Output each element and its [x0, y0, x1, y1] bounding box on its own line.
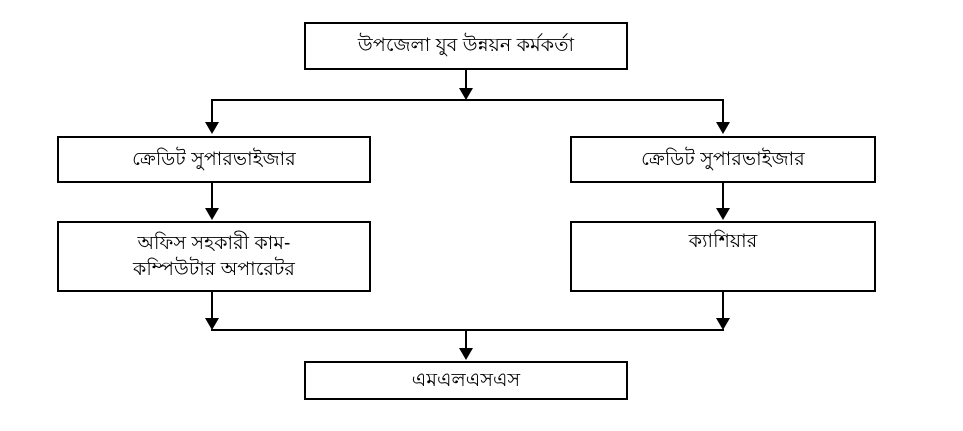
node-label: ক্যাশিয়ার: [688, 231, 758, 252]
connector-right-down: [722, 292, 724, 319]
connector-lower-bus: [211, 329, 724, 331]
connector-upper-bus: [211, 99, 724, 101]
arrowhead-right-mid: [716, 208, 730, 220]
node-credit-supervisor-left: ক্রেডিট সুপারভাইজার: [57, 136, 371, 183]
node-upazila-youth-development-officer: উপজেলা যুব উন্নয়ন কর্মকর্তা: [304, 22, 628, 70]
node-label: অফিস সহকারী কাম- কম্পিউটার অপারেটর: [133, 233, 295, 280]
node-label: এমএলএসএস: [411, 369, 521, 391]
arrowhead-left-mid: [205, 208, 219, 220]
node-credit-supervisor-right: ক্রেডিট সুপারভাইজার: [570, 136, 876, 183]
arrowhead-upper-right: [716, 122, 730, 134]
node-label: ক্রেডিট সুপারভাইজার: [132, 148, 296, 170]
arrowhead-bottom-stem: [459, 348, 473, 360]
connector-right-mid: [722, 183, 724, 209]
node-office-assistant-cum-computer-operator: অফিস সহকারী কাম- কম্পিউটার অপারেটর: [57, 221, 371, 292]
arrowhead-upper-left: [205, 122, 219, 134]
node-label: উপজেলা যুব উন্নয়ন কর্মকর্তা: [357, 35, 575, 57]
connector-left-mid: [211, 183, 213, 209]
arrowhead-left-down: [205, 318, 219, 330]
node-label: ক্রেডিট সুপারভাইজার: [641, 148, 805, 170]
node-mlss: এমএলএসএস: [304, 361, 628, 400]
connector-left-down: [211, 292, 213, 319]
connector-bottom-stem: [465, 329, 467, 349]
arrowhead-top-stem: [459, 88, 473, 100]
connector-top-stem: [465, 70, 467, 89]
node-cashier: ক্যাশিয়ার: [570, 221, 876, 292]
arrowhead-right-down: [716, 318, 730, 330]
connector-upper-bus-right-drop: [722, 99, 724, 123]
connector-upper-bus-left-drop: [211, 99, 213, 123]
